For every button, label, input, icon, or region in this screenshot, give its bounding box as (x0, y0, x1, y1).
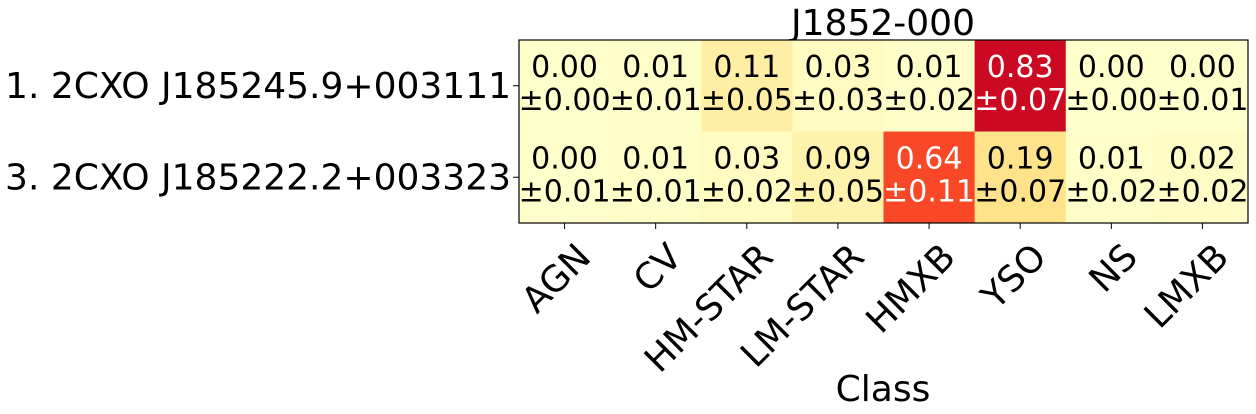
cell-error-label: ±0.05 (701, 83, 793, 118)
cell-value-label: 0.01 (622, 50, 689, 85)
x-tick-label: NS (1082, 236, 1146, 300)
row-label: 1. 2CXO J185245.9+003111 (5, 66, 511, 107)
cell-value-label: 0.11 (713, 50, 780, 85)
cell-value-label: 0.01 (622, 141, 689, 176)
x-tick-label: AGN (514, 236, 599, 321)
cell-error-label: ±0.02 (1156, 174, 1248, 209)
cell-value-label: 0.02 (1169, 141, 1236, 176)
x-axis-label: Class (836, 369, 931, 410)
heatmap-cell (974, 131, 1067, 224)
chart-title: J1852-000 (789, 3, 975, 44)
cell-value-label: 0.00 (1169, 50, 1236, 85)
cell-error-label: ±0.01 (1156, 83, 1248, 118)
cell-value-label: 0.64 (896, 141, 963, 176)
x-tick-label: YSO (973, 236, 1054, 317)
cell-error-label: ±0.02 (701, 174, 793, 209)
cell-error-label: ±0.07 (974, 174, 1066, 209)
heatmap-cell (701, 131, 793, 224)
cell-error-label: ±0.00 (1065, 83, 1157, 118)
heatmap-cell (519, 40, 611, 132)
heatmap-cell (883, 131, 976, 224)
cell-value-label: 0.01 (896, 50, 963, 85)
cell-value-label: 0.09 (805, 141, 872, 176)
cell-error-label: ±0.07 (974, 83, 1066, 118)
cell-value-label: 0.00 (531, 50, 598, 85)
heatmap-cell (974, 40, 1067, 132)
cell-error-label: ±0.00 (519, 83, 611, 118)
cell-value-label: 0.00 (531, 141, 598, 176)
heatmap-cell (883, 40, 976, 132)
heatmap-cell (1156, 40, 1249, 132)
cell-value-label: 0.19 (987, 141, 1054, 176)
row-labels: 1. 2CXO J185245.9+003111 3. 2CXO J185222.… (5, 66, 519, 198)
heatmap-cell (701, 40, 793, 132)
cell-error-label: ±0.03 (792, 83, 884, 118)
cell-error-label: ±0.01 (519, 174, 611, 209)
cell-error-label: ±0.11 (883, 174, 975, 209)
cell-error-label: ±0.02 (883, 83, 975, 118)
heatmap-cell (610, 40, 702, 132)
cell-error-label: ±0.05 (792, 174, 884, 209)
heatmap-cell (792, 131, 884, 224)
cell-value-label: 0.83 (987, 50, 1054, 85)
heatmap-cell (1065, 40, 1158, 132)
cell-error-label: ±0.02 (1065, 174, 1157, 209)
heatmap-cell (1065, 131, 1158, 224)
cell-value-label: 0.00 (1078, 50, 1145, 85)
cell-value-label: 0.03 (713, 141, 780, 176)
x-tick-label: CV (626, 236, 690, 300)
heatmap-cells: 0.00±0.000.01±0.010.11±0.050.03±0.030.01… (519, 40, 1249, 224)
cell-error-label: ±0.01 (610, 174, 702, 209)
heatmap-cell (519, 131, 611, 224)
x-tick-label: HMXB (859, 236, 964, 341)
plot-frame (518, 39, 1249, 224)
cell-value-label: 0.03 (805, 50, 872, 85)
cell-value-label: 0.01 (1078, 141, 1145, 176)
heatmap-cell (610, 131, 702, 224)
cell-error-label: ±0.01 (610, 83, 702, 118)
heatmap-cell (1156, 131, 1249, 224)
row-label: 3. 2CXO J185222.2+003323 (5, 157, 511, 198)
x-tick-label: LMXB (1137, 236, 1237, 336)
heatmap-cell (792, 40, 884, 132)
